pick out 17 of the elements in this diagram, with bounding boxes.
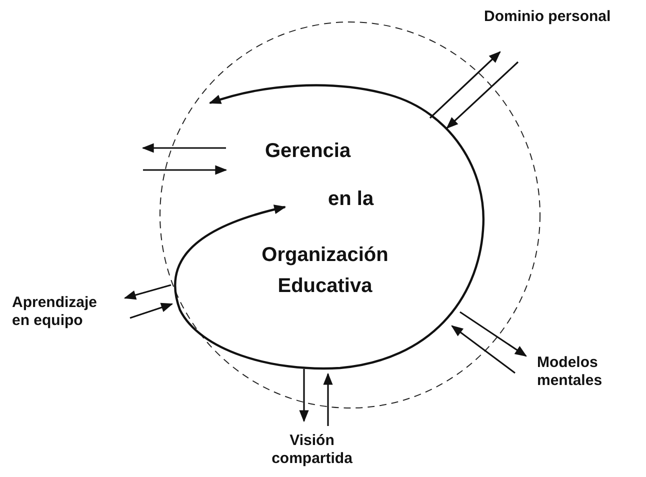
arrow [451,325,516,374]
arrow [143,165,228,175]
arrow [429,51,501,119]
arrow [142,143,226,153]
concept-label: Visión compartida [270,432,354,468]
arrow [460,311,527,357]
title-text: en la [328,188,374,211]
arrow [299,369,309,422]
title-text: Organización Educativa [260,243,390,299]
title-text: Gerencia [265,140,351,163]
arrow [323,372,333,426]
concept-label: Aprendizaje en equipo [12,294,98,330]
concept-label: Dominio personal [484,8,612,26]
arrow [446,61,519,129]
arrow [130,302,174,319]
arrow [124,284,172,300]
concept-label: Modelos mentales [537,354,604,390]
